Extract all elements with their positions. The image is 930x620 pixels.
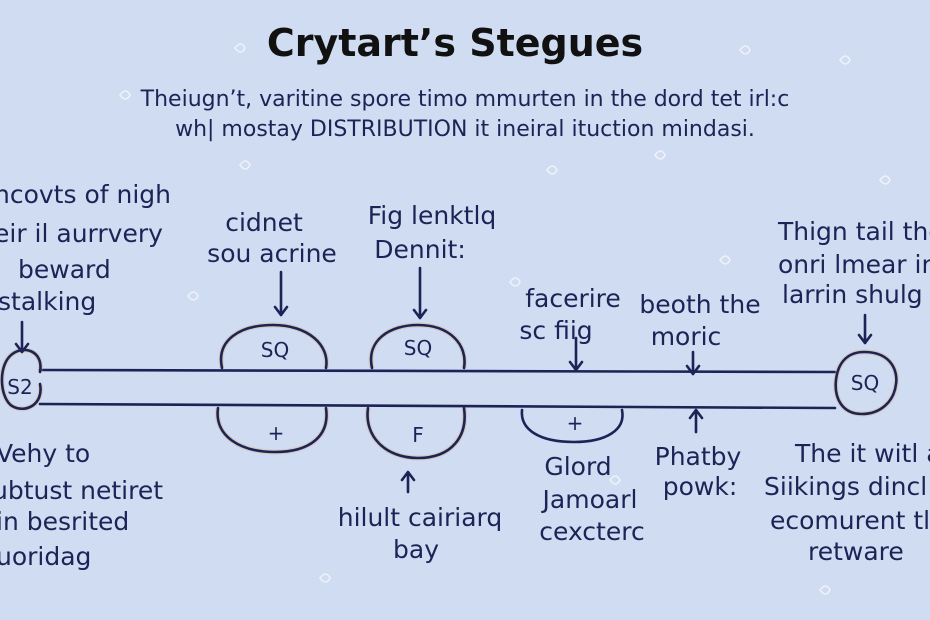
diagram-title: Crytart’s Stegues: [267, 21, 643, 65]
label-top-mid-4-line-2: moric: [651, 322, 722, 351]
label-bottom-right-line-2: Siikings dincl: [764, 472, 927, 501]
subtitle-line-2: wh| mostay DISTRIBUTION it ineiral ituct…: [175, 117, 755, 142]
node-top-1-shape: [218, 322, 329, 370]
background-doodles: [118, 43, 891, 595]
label-top-mid-1: cidnet sou acrine: [207, 208, 337, 268]
label-bottom-mid-1-line-2: bay: [393, 535, 439, 564]
label-bottom-right-line-4: retware: [808, 537, 904, 566]
label-top-left-line-4: stalking: [0, 287, 96, 316]
label-top-right-line-3: larrin shulg: [782, 280, 923, 309]
label-bottom-right-line-3: ecomurent tlo: [770, 506, 930, 535]
node-bottom-2-label: F: [412, 423, 424, 447]
label-bottom-mid-3-line-2: powk:: [663, 472, 738, 501]
label-top-mid-2: Fig lenktlq Dennit:: [368, 201, 497, 264]
arrows: [14, 266, 873, 494]
node-right-end-label: SQ: [851, 371, 879, 395]
timeline-bar: [38, 368, 837, 410]
label-bottom-left-line-2: ubtust netiret: [0, 476, 163, 505]
label-top-mid-1-line-2: sou acrine: [207, 239, 337, 268]
node-bottom-2-shape: [365, 406, 468, 461]
label-bottom-mid-3: Phatby powk:: [655, 442, 742, 501]
label-top-mid-3-line-2: sc fiig: [519, 316, 592, 345]
label-top-right-line-1: Thign tail the: [777, 217, 930, 246]
label-top-right: Thign tail the onri lmear in larrin shul…: [777, 217, 930, 309]
label-bottom-mid-2-line-3: cexcterc: [539, 517, 644, 546]
node-top-2-label: SQ: [404, 336, 432, 360]
label-bottom-mid-1-line-1: hilult cairiarq: [338, 503, 503, 532]
node-bottom-3-shape: [520, 408, 624, 444]
label-bottom-left-line-3: in besrited: [0, 507, 129, 536]
label-bottom-left-line-4: uoridag: [0, 542, 91, 571]
label-top-mid-3-line-1: facerire: [525, 284, 621, 313]
label-bottom-left-line-1: Vehy to: [0, 439, 90, 468]
label-bottom-left: Vehy to ubtust netiret in besrited uorid…: [0, 439, 163, 571]
label-bottom-mid-3-line-1: Phatby: [655, 442, 742, 471]
label-top-mid-4-line-1: beoth the: [639, 290, 760, 319]
label-bottom-mid-2-line-1: Glord: [544, 452, 611, 481]
label-bottom-mid-2-line-2: Jamoarl: [541, 485, 638, 514]
label-top-left-line-2: eir il aurrvery: [0, 219, 163, 248]
label-top-right-line-2: onri lmear in: [778, 250, 930, 279]
label-top-left-line-1: ncovts of nigh: [0, 180, 171, 209]
node-bottom-1-shape: [215, 406, 329, 455]
label-bottom-mid-1: hilult cairiarq bay: [338, 503, 503, 564]
node-bottom-3-label: +: [567, 411, 584, 435]
label-top-mid-4: beoth the moric: [639, 290, 760, 351]
label-top-mid-2-line-2: Dennit:: [374, 235, 466, 264]
node-top-2-shape: [368, 322, 468, 370]
label-top-left-line-3: beward: [18, 255, 111, 284]
node-right-end-shape: [833, 349, 899, 417]
node-left-end-label: S2: [7, 375, 32, 399]
node-bottom-1-label: +: [268, 421, 285, 445]
label-bottom-right: The it witl a Siikings dincl ecomurent t…: [764, 439, 930, 566]
label-top-mid-2-line-1: Fig lenktlq: [368, 201, 497, 230]
label-top-left: ncovts of nigh eir il aurrvery beward st…: [0, 180, 171, 316]
label-top-mid-3: facerire sc fiig: [519, 284, 620, 345]
label-bottom-right-line-1: The it witl a: [794, 439, 930, 468]
subtitle-line-1: Theiugn’t, varitine spore timo mmurten i…: [140, 87, 790, 112]
label-top-mid-1-line-1: cidnet: [225, 208, 303, 237]
label-bottom-mid-2: Glord Jamoarl cexcterc: [539, 452, 644, 546]
node-left-end-shape: [0, 347, 44, 412]
node-top-1-label: SQ: [261, 338, 289, 362]
